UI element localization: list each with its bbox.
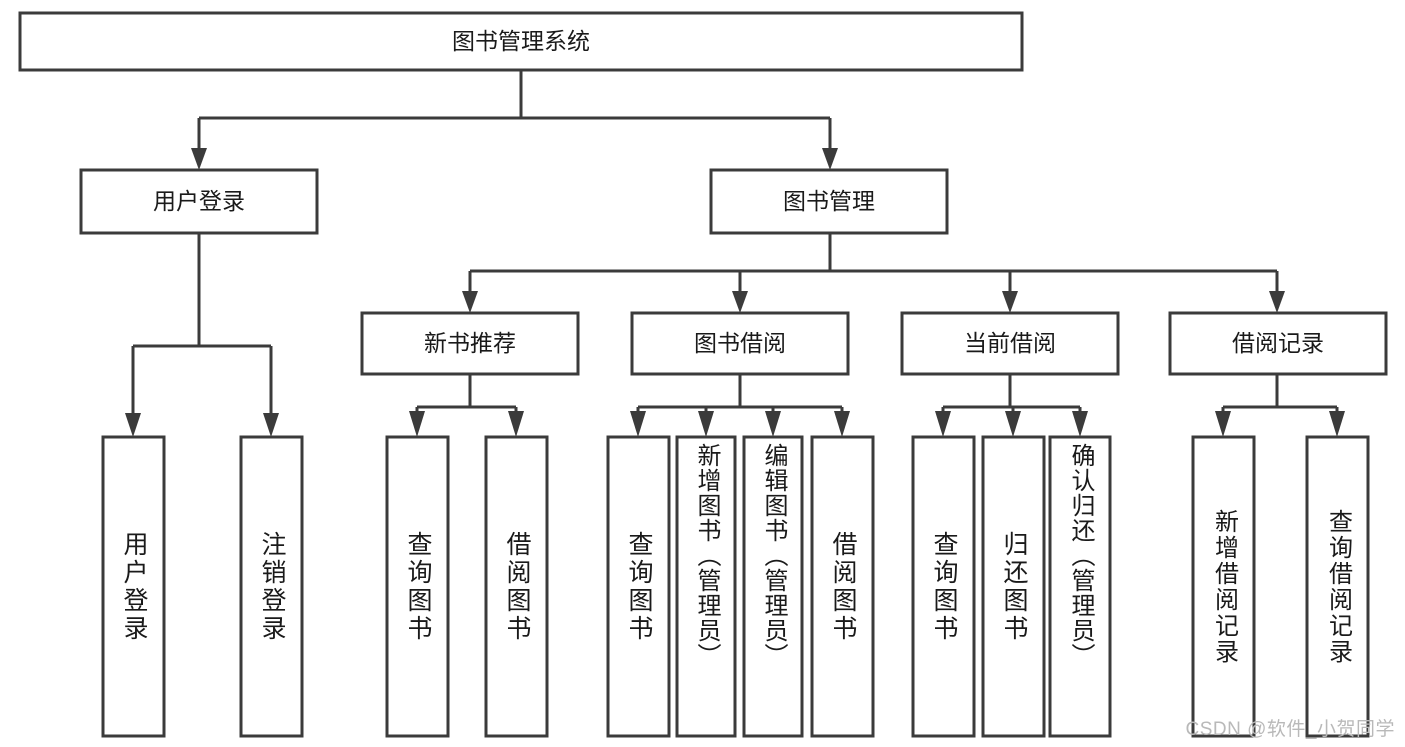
connector-newbook-to-leaves bbox=[409, 374, 524, 437]
node-new-book-recommend-label: 新书推荐 bbox=[424, 330, 516, 356]
node-leaf-borrow-book-1[interactable] bbox=[484, 435, 549, 738]
node-leaf-query-book-1[interactable] bbox=[385, 435, 450, 738]
node-leaf-user-login[interactable] bbox=[101, 435, 166, 738]
node-leaf-add-record[interactable] bbox=[1191, 435, 1256, 738]
connector-currentborrow-to-leaves bbox=[935, 374, 1088, 437]
node-leaf-return-book[interactable] bbox=[981, 435, 1046, 738]
connector-borrowrecord-to-leaves bbox=[1215, 374, 1345, 437]
connector-bookmanage-to-level2 bbox=[462, 233, 1285, 313]
node-borrow-record[interactable]: 借阅记录 bbox=[1168, 311, 1388, 376]
node-leaf-edit-book[interactable] bbox=[742, 435, 804, 738]
node-leaf-query-book-3[interactable] bbox=[911, 435, 976, 738]
node-book-manage-label: 图书管理 bbox=[783, 188, 875, 214]
node-current-borrow-label: 当前借阅 bbox=[964, 330, 1056, 356]
node-book-borrow-label: 图书借阅 bbox=[694, 330, 786, 356]
node-leaf-add-book[interactable] bbox=[675, 435, 737, 738]
node-book-borrow[interactable]: 图书借阅 bbox=[630, 311, 850, 376]
connector-root-to-level1 bbox=[191, 70, 838, 170]
node-root[interactable]: 图书管理系统 bbox=[18, 11, 1024, 72]
node-leaf-logout-login[interactable] bbox=[239, 435, 304, 738]
node-book-manage[interactable]: 图书管理 bbox=[709, 168, 949, 235]
connector-bookborrow-to-leaves bbox=[630, 374, 850, 437]
node-leaf-confirm-return[interactable] bbox=[1048, 435, 1112, 738]
node-user-login[interactable]: 用户登录 bbox=[79, 168, 319, 235]
node-user-login-label: 用户登录 bbox=[153, 188, 245, 214]
node-current-borrow[interactable]: 当前借阅 bbox=[900, 311, 1120, 376]
node-leaf-query-record[interactable] bbox=[1305, 435, 1370, 738]
connector-userlogin-to-leaves bbox=[125, 233, 279, 437]
csdn-watermark: CSDN @软件_小贺同学 bbox=[1185, 719, 1395, 740]
node-root-label: 图书管理系统 bbox=[452, 28, 590, 54]
node-borrow-record-label: 借阅记录 bbox=[1232, 330, 1324, 356]
node-leaf-query-book-2[interactable] bbox=[606, 435, 671, 738]
node-leaf-borrow-book-2[interactable] bbox=[810, 435, 875, 738]
node-new-book-recommend[interactable]: 新书推荐 bbox=[360, 311, 580, 376]
